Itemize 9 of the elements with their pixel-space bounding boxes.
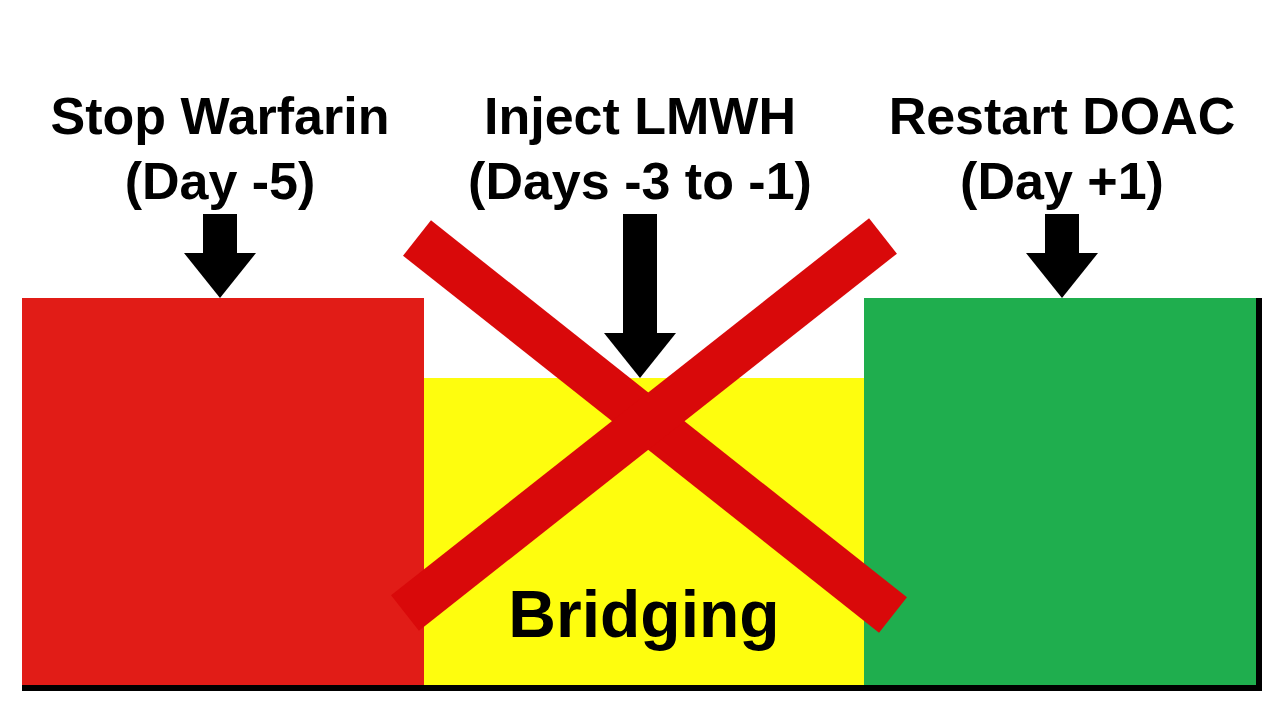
arrow [1026,214,1098,298]
phase-block [864,298,1262,691]
step-label: Stop Warfarin (Day -5) [49,84,391,214]
step-label: Restart DOAC (Day +1) [887,84,1237,214]
step-label: Inject LMWH (Days -3 to -1) [467,84,813,214]
arrow [184,214,256,298]
phase-block [22,298,424,691]
phase-label: Bridging [508,576,780,652]
arrow [604,214,676,378]
